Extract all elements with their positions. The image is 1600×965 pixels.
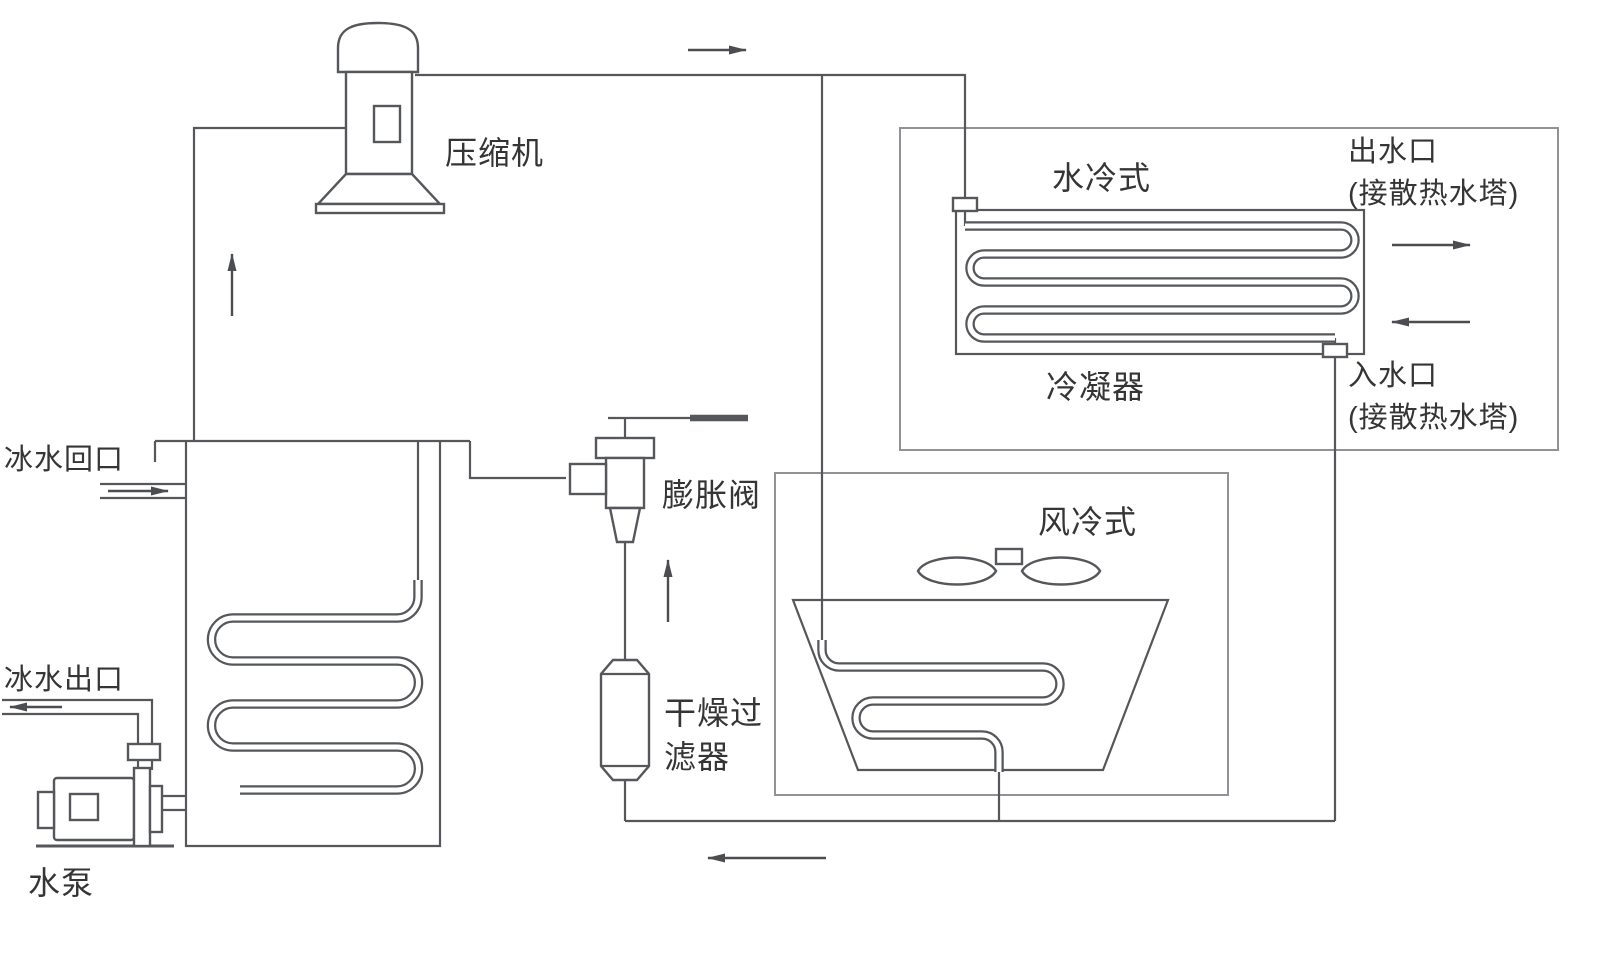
label-ice-water-return: 冰水回口 [4,444,125,476]
pump-flange-plate [132,766,152,848]
label-water-outlet-note: (接散热水塔) [1348,178,1520,210]
drier-filter-symbol [599,658,651,782]
label-compressor: 压缩机 [445,135,545,171]
fan-icon [916,547,1102,586]
label-water-inlet-note: (接散热水塔) [1348,402,1520,434]
compressor-skirt [315,172,443,206]
condenser-inlet-flange [951,196,979,213]
evaporator-feed-pipe [468,441,566,480]
pump-volute [148,784,164,834]
piping [192,73,1337,823]
suction-pipe [192,126,346,441]
valve-inlet-flange [568,462,608,496]
water-cooled-box [899,127,1559,451]
water-pump-symbol [36,742,174,848]
label-ice-water-outlet: 冰水出口 [4,664,125,696]
discharge-pipe [415,73,967,226]
pump-nameplate [68,792,100,822]
label-expansion-valve: 膨胀阀 [662,477,762,513]
label-drier-filter-1: 干燥过 [664,695,764,731]
compressor-window [372,104,402,144]
flow-arrows [9,45,1471,863]
pump-discharge-fitting [126,742,162,762]
tank-walls [184,441,442,848]
label-air-cooled-type: 风冷式 [1038,504,1138,540]
filter-body [599,658,651,782]
pump-suction-pipe [162,794,187,812]
compressor-base [314,202,446,215]
label-water-inlet: 入水口 [1348,360,1439,392]
label-water-pump: 水泵 [28,865,95,901]
chilled-water-return-pipe [100,482,186,500]
compressor-symbol [314,21,446,215]
fan-hub [994,547,1024,566]
label-water-cooled-type: 水冷式 [1052,160,1152,196]
compressor-dome [336,21,420,74]
fan-blade-right [1020,556,1102,586]
expansion-valve-symbol [568,414,748,544]
valve-outlet-taper [608,506,642,544]
label-water-outlet: 出水口 [1348,136,1439,168]
evaporator-coil [212,580,419,790]
valve-diaphragm [594,436,656,460]
label-drier-filter-2: 滤器 [664,739,731,775]
valve-body [604,456,646,510]
air-cooled-box [774,472,1229,796]
fan-blade-left [916,556,998,586]
condenser-shell [954,208,1366,356]
condenser-outlet-flange [1321,342,1349,359]
filter-seams [601,672,649,768]
label-condenser: 冷凝器 [1046,369,1146,405]
air-condenser-body [791,598,1170,772]
pump-end-cap [36,790,56,830]
